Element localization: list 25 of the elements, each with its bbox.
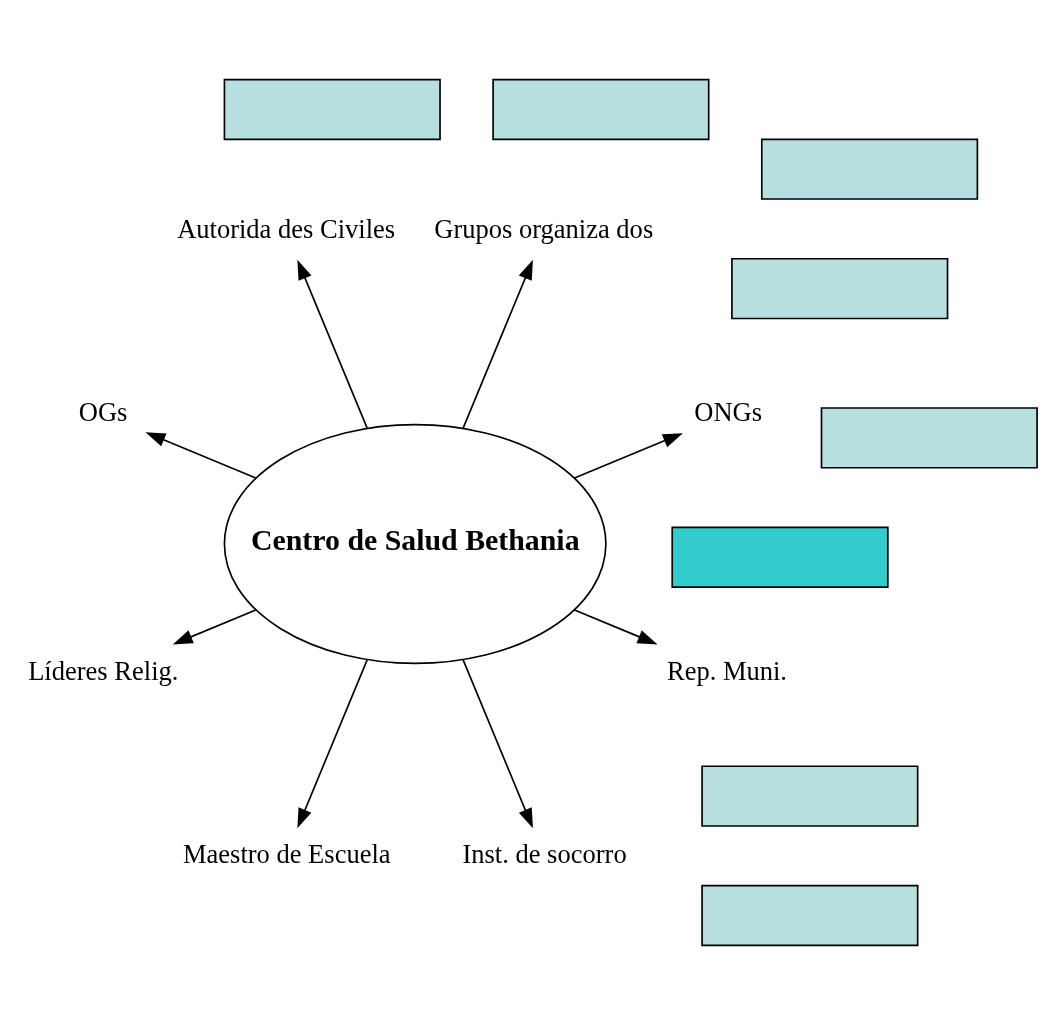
node-text: Inst. de socorro: [462, 838, 627, 869]
node-bar: [701, 884, 919, 947]
arrow: [297, 659, 368, 829]
node-text: ONGs: [694, 396, 763, 427]
node-bar: [820, 407, 1038, 469]
arrow: [297, 259, 368, 429]
node-bar: [223, 78, 441, 141]
node-text: Líderes Relig.: [28, 655, 179, 686]
arrow: [145, 432, 257, 479]
arrow: [172, 609, 257, 645]
node-bar: [671, 526, 889, 588]
node-text: OGs: [78, 396, 128, 427]
arrow: [462, 259, 533, 429]
node-text: Maestro de Escuela: [182, 838, 391, 869]
node-text: Autorida des Civiles: [177, 213, 396, 244]
node-text: Grupos organiza dos: [434, 213, 654, 244]
node-bar: [760, 138, 979, 200]
node-bar: [731, 257, 949, 320]
arrow: [462, 659, 533, 829]
node-ellipse: Centro de Salud Bethania: [223, 423, 607, 665]
arrow: [573, 609, 658, 645]
node-text: Rep. Muni.: [666, 655, 788, 686]
arrow: [573, 433, 683, 479]
node-bar: [492, 78, 710, 141]
node-bar: [701, 765, 919, 827]
